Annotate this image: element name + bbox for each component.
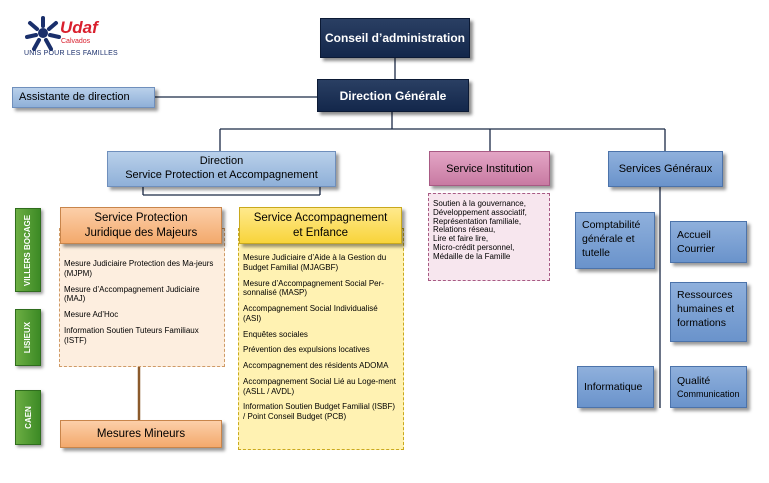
conseil-administration-box: Conseil d’administration xyxy=(320,18,470,58)
direction-spa-line2: Service Protection et Accompagnement xyxy=(125,169,318,181)
sae-header: Service Accompagnement et Enfance xyxy=(239,207,402,244)
logo-subtitle: Calvados xyxy=(61,38,91,45)
territory-label: LISIEUX xyxy=(23,321,33,354)
institution-item: Micro-crédit personnel, xyxy=(433,242,515,252)
direction-generale-box: Direction Générale xyxy=(317,79,469,112)
service-institution-list: Soutien à la gouvernance, Développement … xyxy=(428,193,550,281)
sae-list: Mesure Judiciaire d’Aide à la Gestion du… xyxy=(238,228,404,450)
spjm-item: Mesure Judiciaire Protection des Ma-jeur… xyxy=(64,259,214,278)
sae-item: Accompagnement Social Lié au Loge-ment (… xyxy=(243,376,396,396)
institution-item: Médaille de la Famille xyxy=(433,251,511,261)
spjm-title-line2: Juridique des Majeurs xyxy=(84,226,198,239)
mesures-mineurs-box: Mesures Mineurs xyxy=(60,420,222,448)
institution-item: Représentation familiale, xyxy=(433,216,522,226)
sae-item: Information Soutien Budget Familial (ISB… xyxy=(243,402,396,421)
sae-item: Enquêtes sociales xyxy=(243,329,308,339)
sae-title-line2: et Enfance xyxy=(293,226,348,239)
spjm-item: Information Soutien Tuteurs Familiaux (I… xyxy=(64,325,199,345)
spjm-title-line1: Service Protection xyxy=(94,211,188,224)
direction-spa-box: Direction Service Protection et Accompag… xyxy=(107,151,336,187)
institution-item: Développement associatif, xyxy=(433,207,527,217)
institution-item: Lire et faire lire, xyxy=(433,234,489,244)
accueil-courrier-box: Accueil Courrier xyxy=(670,221,747,263)
spjm-item: Mesure Ad’Hoc xyxy=(64,310,119,319)
territory-tab-villers-bocage: VILLERS BOCAGE xyxy=(15,208,41,292)
assistante-direction-box: Assistante de direction xyxy=(12,87,155,108)
qualite-communication-box: Qualité Communication xyxy=(670,366,747,408)
spjm-list: Mesure Judiciaire Protection des Ma-jeur… xyxy=(59,228,225,367)
udaf-logo-icon xyxy=(25,16,61,51)
comptabilite-box: Comptabilité générale et tutelle xyxy=(575,212,655,269)
communication-label: Communication xyxy=(677,389,740,400)
service-institution-header: Service Institution xyxy=(429,151,550,186)
direction-spa-line1: Direction xyxy=(199,155,244,168)
territory-label: VILLERS BOCAGE xyxy=(23,214,33,286)
logo-word: Udaf xyxy=(60,18,98,37)
institution-item: Soutien à la gouvernance, xyxy=(433,199,526,208)
territory-label: CAEN xyxy=(23,406,33,429)
services-generaux-box: Services Généraux xyxy=(608,151,723,187)
informatique-box: Informatique xyxy=(577,366,654,408)
sae-item: Accompagnement Social Individualisé (ASI… xyxy=(243,304,378,323)
territory-tab-caen: CAEN xyxy=(15,390,41,445)
logo-tagline: UNIS POUR LES FAMILLES xyxy=(24,50,118,57)
spjm-item: Mesure d’Accompagnement Judiciaire (MAJ) xyxy=(64,284,200,304)
sae-item: Prévention des expulsions locatives xyxy=(243,345,370,355)
udaf-logo xyxy=(22,14,132,62)
sae-title-line1: Service Accompagnement xyxy=(253,211,388,224)
territory-tab-lisieux: LISIEUX xyxy=(15,309,41,366)
qualite-label: Qualité xyxy=(677,374,711,387)
spjm-header: Service Protection Juridique des Majeurs xyxy=(60,207,222,244)
ressources-humaines-box: Ressources humaines et formations xyxy=(670,282,747,342)
sae-item: Accompagnement des résidents ADOMA xyxy=(243,361,389,370)
institution-item: Relations réseau, xyxy=(433,225,496,235)
sae-item: Mesure Judiciaire d’Aide à la Gestion du… xyxy=(243,253,387,272)
sae-item: Mesure d’Accompagnement Social Per-sonna… xyxy=(243,278,384,298)
